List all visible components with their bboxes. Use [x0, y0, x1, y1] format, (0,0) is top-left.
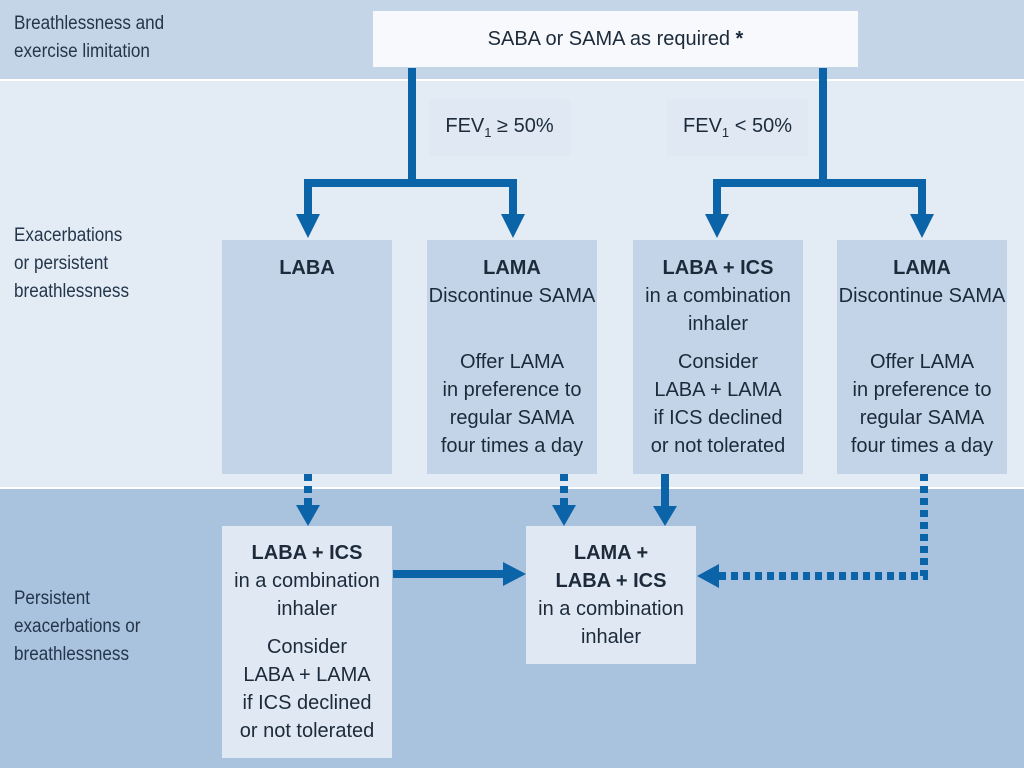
arrowhead-down — [296, 505, 320, 526]
footnote-marker: * — [735, 28, 744, 50]
arrowhead-down — [653, 506, 677, 526]
arrowhead-down — [705, 214, 729, 238]
arrowhead-down — [501, 214, 525, 238]
start-label: SABA or SAMA as required — [487, 28, 730, 50]
arrowhead-down — [910, 214, 934, 238]
band-divider — [0, 79, 1024, 81]
triple-therapy-box: LAMA + LABA + ICS in a combination inhal… — [526, 526, 696, 664]
laba-ics-box-bottom: LABA + ICS in a combination inhaler Cons… — [222, 526, 392, 758]
arrowhead-down — [296, 214, 320, 238]
row-label-exacerbations: Exacerbations or persistent breathlessne… — [14, 225, 130, 302]
row-band-3 — [0, 488, 1024, 768]
connector-left-branch — [304, 68, 517, 216]
band-divider — [0, 487, 1024, 489]
row-label-persistent: Persistent exacerbations or breathlessne… — [14, 588, 141, 665]
condition-fev1-lt-50: FEV1 < 50% — [667, 99, 808, 156]
row-label-breathlessness: Breathlessness and exercise limitation — [14, 13, 165, 62]
condition-fev1-ge-50: FEV1 ≥ 50% — [429, 99, 570, 156]
lama-box-right: LAMA Discontinue SAMA Offer LAMA in pref… — [837, 240, 1007, 474]
connector-right-branch — [713, 68, 926, 216]
laba-box: LABA — [222, 240, 392, 474]
start-saba-sama-box: SABA or SAMA as required * — [373, 11, 858, 67]
laba-ics-box: LABA + ICS in a combination inhaler Cons… — [633, 240, 803, 474]
arrowhead-down — [552, 505, 576, 526]
arrowhead-left — [697, 564, 719, 588]
arrow-lama2-to-triple — [718, 474, 928, 580]
lama-box-left: LAMA Discontinue SAMA Offer LAMA in pref… — [427, 240, 597, 474]
arrowhead-right — [503, 562, 526, 586]
